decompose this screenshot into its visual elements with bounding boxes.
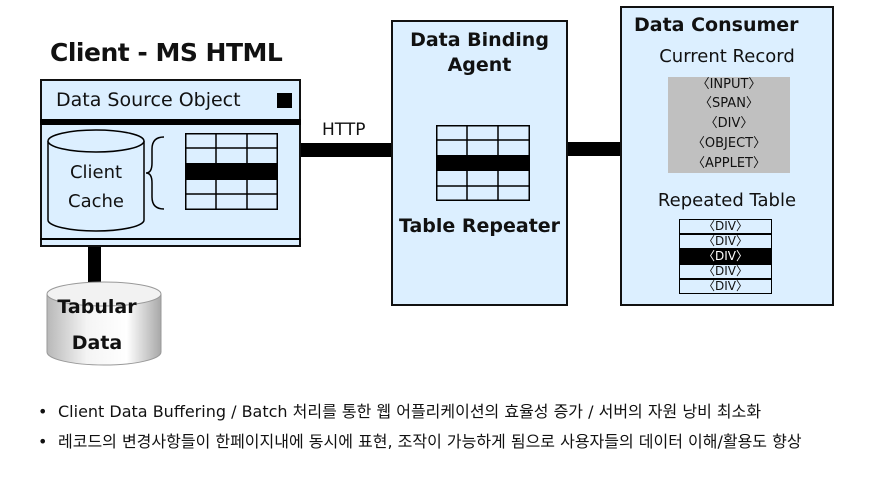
repeated-row: 〈DIV〉 xyxy=(679,264,772,279)
record-item-div: 〈DIV〉 xyxy=(704,116,754,131)
bullet-dot-icon: • xyxy=(38,402,48,421)
tabular-data-label-line1: Tabular xyxy=(57,296,137,318)
http-label: HTTP xyxy=(322,120,366,140)
tabular-data-cylinder-icon xyxy=(46,281,162,366)
data-consumer-title: Data Consumer xyxy=(634,14,799,36)
record-item-input: 〈INPUT〉 xyxy=(696,77,762,92)
repeated-row: 〈DIV〉 xyxy=(679,219,772,234)
bullet-dot-icon: • xyxy=(38,432,48,451)
agent-table-grid xyxy=(436,125,530,201)
repeated-table-label: Repeated Table xyxy=(657,190,797,211)
agent-title-line2: Agent xyxy=(447,54,512,76)
bullet-item: • Client Data Buffering / Batch 처리를 통한 웹 … xyxy=(38,398,761,422)
agent-title-line1: Data Binding xyxy=(410,29,549,51)
cache-cylinder-icon xyxy=(47,129,145,232)
current-record-label: Current Record xyxy=(659,46,795,67)
dso-header-label: Data Source Object xyxy=(56,89,241,111)
record-item-span: 〈SPAN〉 xyxy=(699,96,759,111)
bullet-text: 레코드의 변경사항들이 한페이지내에 동시에 표현, 조작이 가능하게 됨으로 … xyxy=(58,432,802,451)
bullet-item: • 레코드의 변경사항들이 한페이지내에 동시에 표현, 조작이 가능하게 됨으로… xyxy=(38,428,802,452)
tabular-data-label-line2: Data xyxy=(71,332,123,354)
client-cache-graphic xyxy=(47,129,165,232)
dso-square-icon xyxy=(277,93,292,108)
record-item-applet: 〈APPLET〉 xyxy=(692,156,766,171)
dso-table-grid xyxy=(185,133,278,210)
repeated-row-highlighted: 〈DIV〉 xyxy=(679,249,772,264)
http-connector-line xyxy=(300,143,392,157)
record-item-object: 〈OBJECT〉 xyxy=(691,136,767,151)
client-cache-label-line2: Cache xyxy=(68,191,124,212)
repeated-row: 〈DIV〉 xyxy=(679,234,772,249)
client-cache-label-line1: Client xyxy=(69,162,123,183)
current-record-box xyxy=(668,77,790,173)
bullet-text: Client Data Buffering / Batch 처리를 통한 웹 어… xyxy=(58,402,762,421)
agent-consumer-connector-line xyxy=(567,142,621,156)
dso-bottom-line xyxy=(40,238,301,240)
table-repeater-label: Table Repeater xyxy=(398,215,561,237)
repeated-row: 〈DIV〉 xyxy=(679,279,772,294)
dso-divider xyxy=(40,119,301,125)
agent-title: Data Binding Agent xyxy=(391,28,568,78)
client-title: Client - MS HTML xyxy=(50,38,283,67)
curly-brace-icon xyxy=(145,136,165,210)
